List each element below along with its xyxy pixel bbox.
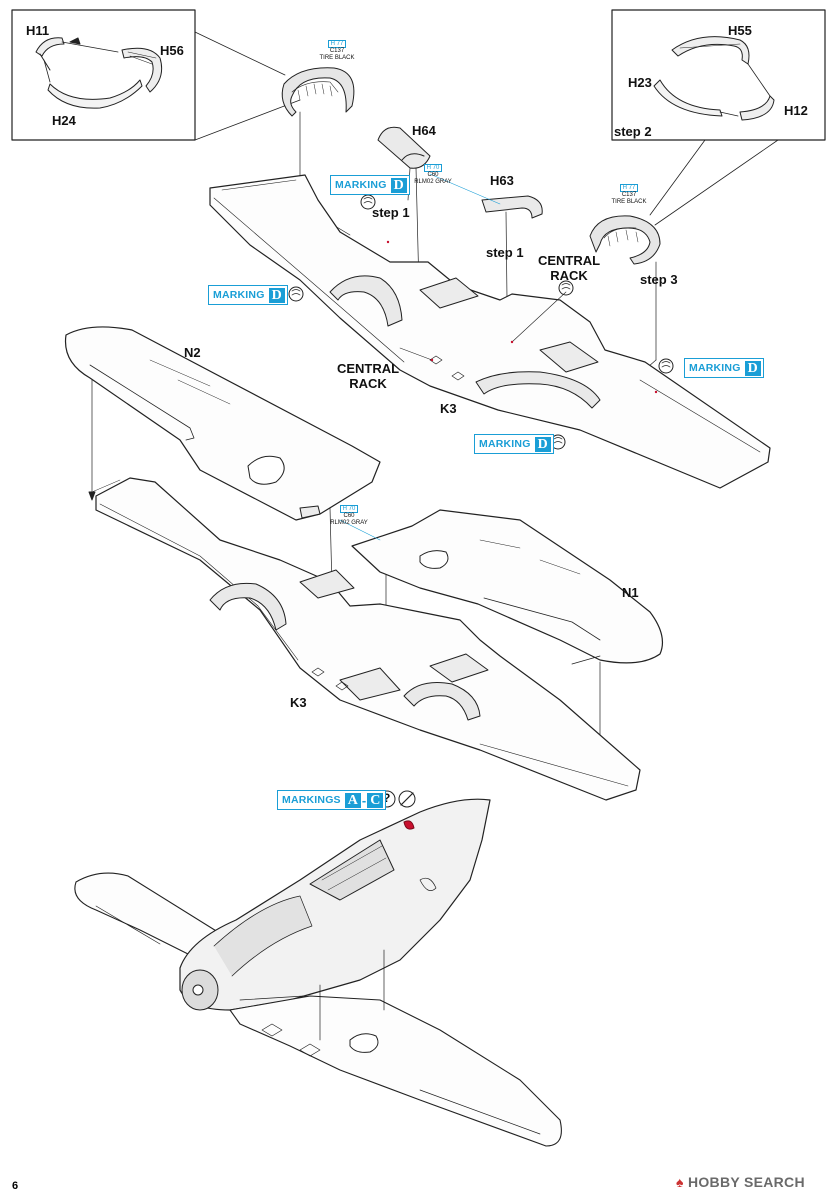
paint-callout-tire-right: H 77 C137 TIRE BLACK: [606, 184, 652, 206]
oil-symbol-4: [658, 358, 674, 374]
part-h24-shape: [47, 79, 143, 109]
label-step-1-a: step 1: [372, 205, 410, 220]
marking-d-badge-4: MARKING D: [474, 434, 554, 454]
marking-d-word: MARKING: [689, 362, 741, 374]
label-step-2: step 2: [614, 124, 652, 139]
paint-callout-gray-upper: H 70 C60 RLM02 GRAY: [410, 164, 456, 186]
label-h56: H56: [160, 43, 184, 58]
paint-callout-gray-lower: H 70 C60 RLM02 GRAY: [326, 505, 372, 527]
final-aircraft: [74, 798, 562, 1147]
label-central-rack-left: CENTRAL RACK: [330, 362, 406, 390]
marking-d-letter: D: [744, 360, 761, 376]
part-h63-shape: [481, 195, 543, 219]
marking-d-word: MARKING: [479, 438, 531, 450]
central-rack-right-line2: RACK: [550, 268, 588, 283]
paint-code-1: H 70: [423, 164, 443, 172]
inset-box-left: [11, 9, 301, 141]
label-h12: H12: [784, 103, 808, 118]
no-glue-symbol: [398, 790, 416, 808]
marking-d-letter: D: [268, 287, 285, 303]
page-number: 6: [12, 1180, 19, 1192]
part-h55-shape: [671, 36, 750, 65]
part-h12-shape: [739, 95, 775, 121]
label-h64: H64: [412, 123, 436, 138]
part-h11-shape: [35, 37, 65, 71]
wheel-well-right-assembled: [589, 215, 661, 265]
paint-code-1: H 77: [327, 40, 347, 48]
paint-code-1: H 70: [339, 505, 359, 513]
markings-from-letter: A: [344, 792, 361, 808]
paint-code-2: C137: [329, 48, 345, 54]
paint-name: TIRE BLACK: [611, 199, 647, 205]
central-rack-left-line2: RACK: [349, 376, 387, 391]
markings-to-letter: C: [367, 792, 384, 808]
oil-symbol-1: [360, 194, 376, 210]
watermark-brand: HOBBY SEARCH: [687, 1174, 805, 1190]
marking-d-letter: D: [534, 436, 551, 452]
marking-d-word: MARKING: [335, 179, 387, 191]
label-k3-upper: K3: [440, 401, 457, 416]
oil-symbol-2: [288, 286, 304, 302]
paint-code-2: C60: [343, 513, 355, 519]
paint-name: RLM02 GRAY: [414, 179, 452, 185]
label-n1: N1: [622, 585, 639, 600]
part-h23-shape: [653, 79, 723, 117]
part-h56-shape: [121, 47, 163, 93]
label-h55: H55: [728, 23, 752, 38]
label-step-3: step 3: [640, 272, 678, 287]
markings-a-c-badge: MARKINGS A - C: [277, 790, 387, 810]
label-h23: H23: [628, 75, 652, 90]
middle-lower-wing: [95, 477, 641, 801]
label-k3-lower: K3: [290, 695, 307, 710]
part-h64-shape: [377, 126, 431, 169]
label-step-1-b: step 1: [486, 245, 524, 260]
label-central-rack-right: CENTRAL RACK: [532, 254, 606, 282]
marking-d-word: MARKING: [213, 289, 265, 301]
central-rack-left-line1: CENTRAL: [336, 361, 400, 376]
paint-name: RLM02 GRAY: [330, 520, 368, 526]
paint-name: TIRE BLACK: [319, 55, 355, 61]
marking-d-badge-3: MARKING D: [684, 358, 764, 378]
label-n2: N2: [184, 345, 201, 360]
paint-code-2: C137: [621, 192, 637, 198]
inset-box-right: [611, 9, 826, 226]
label-h11: H11: [26, 23, 50, 38]
paint-code-1: H 77: [619, 184, 639, 192]
marking-d-letter: D: [390, 177, 407, 193]
watermark: ♠ HOBBY SEARCH: [676, 1174, 805, 1190]
markings-separator: -: [361, 792, 367, 808]
markings-word: MARKINGS: [282, 794, 341, 806]
marking-d-badge-2: MARKING D: [208, 285, 288, 305]
central-rack-right-line1: CENTRAL: [537, 253, 601, 268]
question-symbol: ?: [383, 791, 391, 805]
watermark-logo-icon: ♠: [676, 1174, 684, 1190]
label-h24: H24: [52, 113, 76, 128]
paint-callout-tire-left: H 77 C137 TIRE BLACK: [314, 40, 360, 62]
upper-lower-wing: [209, 174, 771, 489]
wheel-well-left-assembled: [281, 67, 355, 117]
oil-symbol-3: [558, 280, 574, 296]
n2-upper-wing: [64, 326, 381, 521]
n1-upper-wing: [351, 509, 663, 665]
paint-code-2: C60: [427, 172, 439, 178]
label-h63: H63: [490, 173, 514, 188]
marking-d-badge-1: MARKING D: [330, 175, 410, 195]
